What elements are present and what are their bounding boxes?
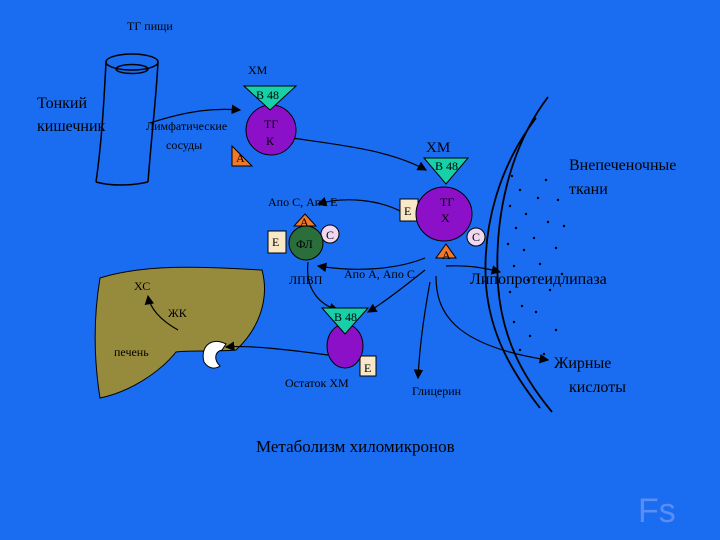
watermark-text: Fs (638, 492, 676, 530)
apo-a-top-label: А (236, 151, 245, 165)
apo-a-apo-c-label: Апо А, Апо С (344, 267, 415, 281)
hdl-particle (267, 213, 340, 261)
glycerol-label: Глицерин (412, 384, 462, 398)
apo-a-right-label: А (442, 248, 451, 262)
liver-shape (94, 266, 265, 399)
hm-top-label: ХМ (248, 63, 268, 77)
fatty-acids-label: Жирные (554, 355, 612, 372)
small-intestine-label: Тонкий (37, 95, 88, 112)
liver-label: печень (114, 345, 149, 359)
b48-right-label: В 48 (435, 159, 459, 173)
tg-food-label: ТГ пищи (127, 19, 173, 33)
chol-right-label: Х (441, 211, 450, 225)
apo-e-remnant-label: Е (364, 361, 372, 375)
apo-e-right-label: Е (404, 204, 412, 218)
extrahepatic-tissues-label-2: ткани (569, 181, 608, 198)
chylomicron-top (231, 85, 298, 167)
pathway-arrows (144, 104, 550, 380)
phospholipid-label: ФЛ (296, 237, 313, 251)
apo-c-right-label: С (472, 230, 481, 244)
lipoprotein-lipase-label: Липопротеидлипаза (470, 271, 607, 288)
tg-top-label: ТГ (264, 117, 279, 131)
b48-top-label: В 48 (256, 88, 280, 102)
lymph-vessels-label: Лимфатические (146, 119, 228, 133)
small-intestine-label-2: кишечник (37, 118, 106, 135)
apo-e-hdl-label: Е (272, 235, 280, 249)
tg-right-label: ТГ (440, 195, 455, 209)
chylomicron-right (399, 157, 486, 259)
small-intestine-tube (95, 53, 159, 186)
hm-right-label: ХМ (426, 140, 451, 156)
apo-c-apo-e-label: Апо С, Апо Е (268, 195, 338, 209)
remnant-label: Остаток ХМ (285, 376, 349, 390)
apo-a-hdl-label: А (300, 215, 309, 229)
extrahepatic-tissues-label: Внепеченочные (569, 157, 677, 174)
cholesterol-label: ХС (134, 279, 151, 293)
extrahepatic-tissue-wall (484, 96, 566, 413)
chylomicron-remnant (320, 307, 377, 377)
chol-top-label: К (266, 134, 275, 148)
apo-c-hdl-label: С (326, 228, 335, 242)
fatty-acids-label-2: кислоты (569, 379, 626, 396)
diagram-title: Метаболизм хиломикронов (256, 437, 455, 456)
lymph-vessels-label-2: сосуды (166, 138, 203, 152)
b48-remnant-label: В 48 (334, 310, 358, 324)
bile-acids-label: ЖК (168, 306, 187, 320)
hdl-label: ЛПВП (289, 273, 323, 287)
gallbladder-shape (202, 340, 227, 369)
